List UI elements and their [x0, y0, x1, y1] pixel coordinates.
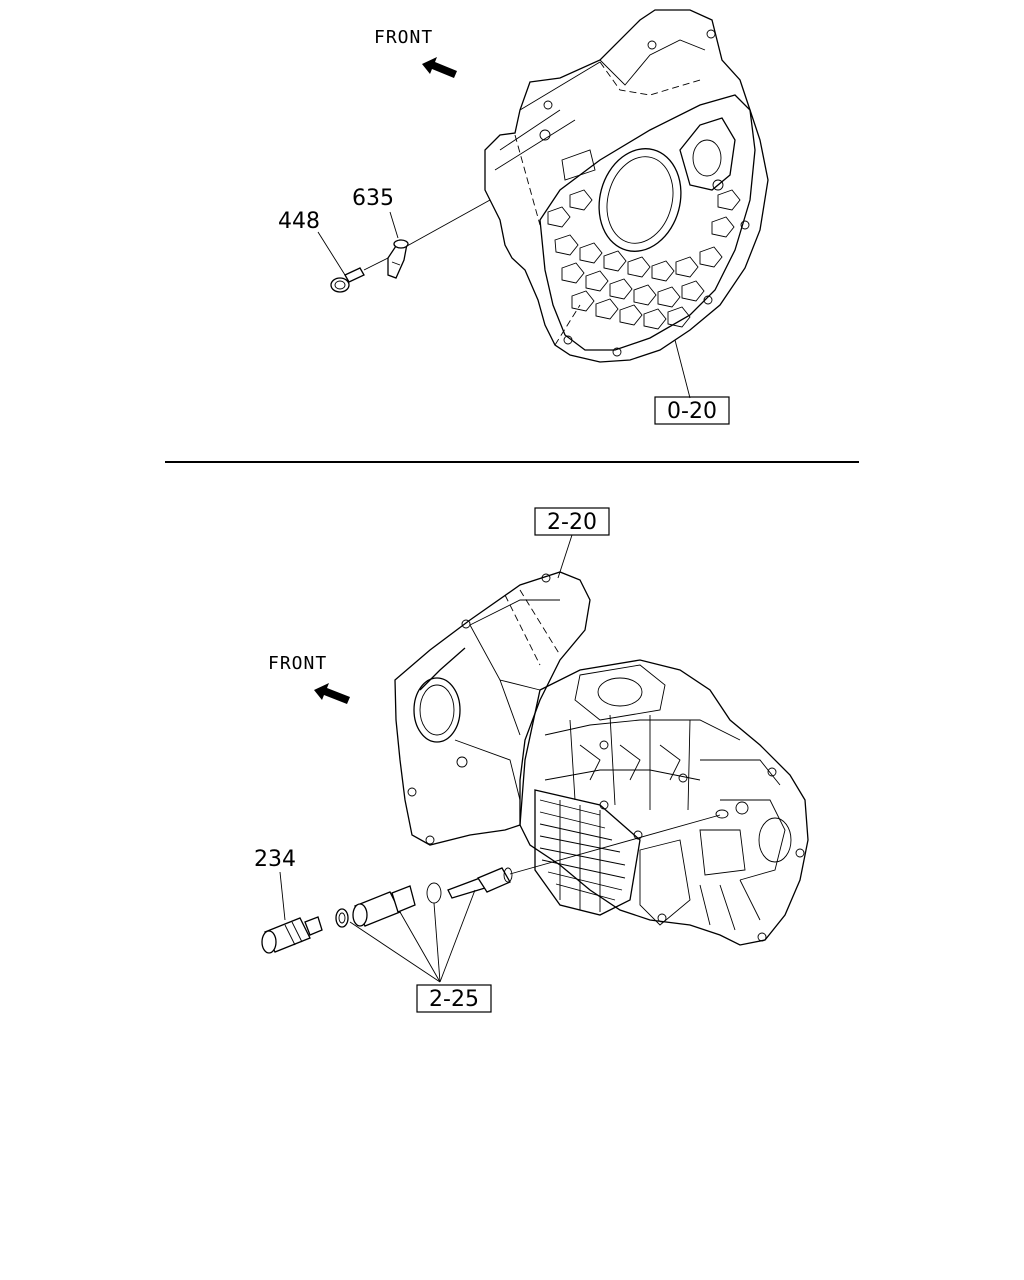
bolt-448: [330, 267, 365, 293]
ref-label-2-20: 2-20: [547, 510, 597, 535]
flywheel-housing: [484, 9, 769, 363]
front-arrow-upper-icon: [422, 57, 457, 78]
ref-label-0-20: 0-20: [667, 399, 717, 424]
front-arrow-lower-icon: [314, 683, 350, 704]
transmission-assembly: [394, 571, 809, 946]
o-ring: [426, 882, 442, 904]
honeycomb-ribs: [547, 189, 741, 330]
front-label-upper: FRONT: [374, 27, 433, 48]
callout-234: 234: [254, 847, 296, 872]
speed-sensor-parts: [261, 809, 729, 954]
crank-position-sensor: [387, 239, 409, 279]
front-label-lower: FRONT: [268, 653, 327, 674]
upper-view: FRONT: [278, 9, 769, 425]
callout-448: 448: [278, 209, 320, 234]
finned-side-plate: [534, 789, 641, 916]
lower-view: 2-20 FRONT: [254, 507, 809, 1013]
ref-box-2-25: [416, 984, 492, 1013]
ref-box-0-20: [654, 396, 730, 425]
ref-label-2-25: 2-25: [429, 987, 479, 1012]
callout-635: 635: [352, 186, 394, 211]
